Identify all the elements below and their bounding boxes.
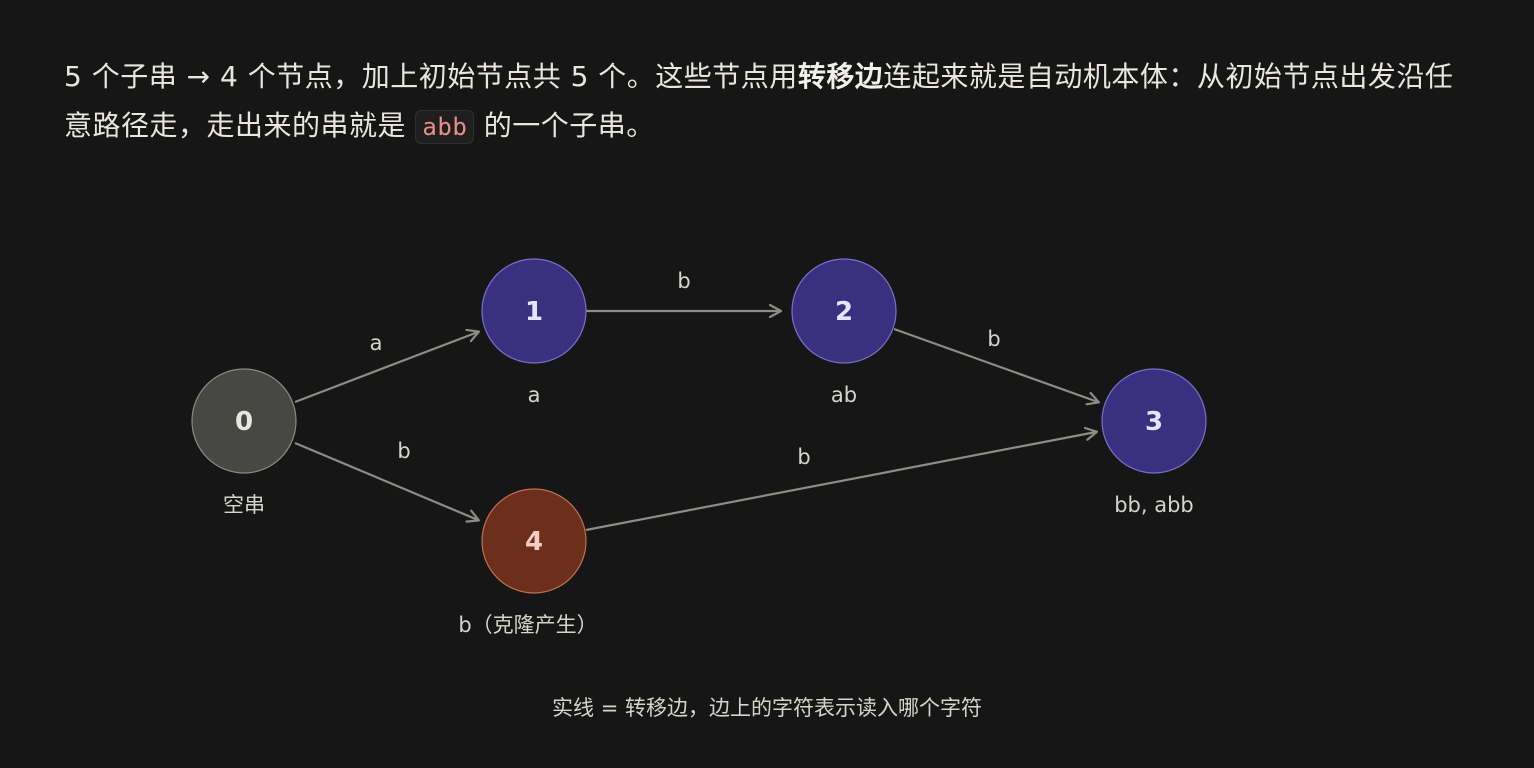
node-2-sublabel: ab [831,383,857,407]
paragraph-text-2: 连起来就是自动机本体：从初始节点出发沿任意路径走，走出来的串就是 [64,60,1454,142]
edge-label-2-3: b [987,327,1000,351]
edge-label-0-1: a [370,331,383,355]
node-0 [191,368,297,474]
edge-label-4-3: b [797,445,810,469]
paragraph-bold-term: 转移边 [797,60,884,93]
node-3-sublabel: bb, abb [1114,493,1194,517]
node-2 [791,258,897,364]
node-1 [481,258,587,364]
node-4-label: 4 [525,527,543,557]
node-3-label: 3 [1145,407,1163,437]
node-3 [1101,368,1207,474]
intro-paragraph: 5 个子串 → 4 个节点，加上初始节点共 5 个。这些节点用转移边连起来就是自… [64,52,1464,152]
paragraph-text-3: 的一个子串。 [483,109,655,142]
node-0-label: 0 [235,407,253,437]
paragraph-text-1: 5 个子串 → 4 个节点，加上初始节点共 5 个。这些节点用 [64,60,798,93]
node-1-sublabel: a [528,383,541,407]
edge-label-0-4: b [397,439,410,463]
diagram-caption: 实线 = 转移边，边上的字符表示读入哪个字符 [552,696,982,720]
node-4-sublabel: b（克隆产生） [458,613,597,637]
edge-label-1-2: b [677,269,690,293]
inline-code: abb [415,110,475,144]
node-4 [481,488,587,594]
node-0-sublabel: 空串 [223,493,265,517]
edge-0-1 [294,332,478,404]
node-2-label: 2 [835,297,853,327]
node-1-label: 1 [525,297,543,327]
edge-0-4 [294,441,478,520]
edge-4-3 [585,432,1096,532]
edge-2-3 [893,327,1098,402]
